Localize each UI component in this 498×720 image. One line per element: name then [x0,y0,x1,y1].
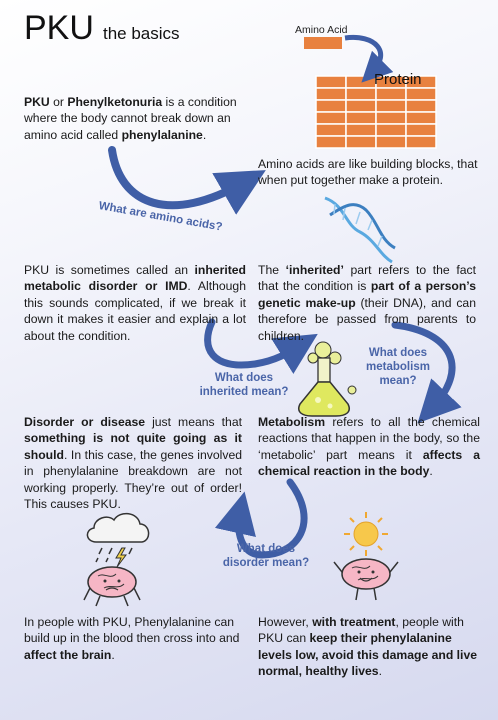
metabolism-arrow [391,321,462,424]
text-run: In people with PKU, Phenylalanine can bu… [24,615,240,646]
question-inherited: What does inherited mean? [199,372,289,398]
treatment-text: However, with treatment, people with PKU… [258,614,480,680]
text-run: or [49,95,68,109]
text-run: , people with PKU can [258,615,464,646]
question-disorder: What does disorder mean? [222,543,310,569]
disorder-arrow [214,478,308,559]
text-run: affect the brain [24,647,112,662]
text-run: The [258,263,286,277]
amino-acid-label: Amino Acid [295,24,348,36]
text-run: keep their phenylalanine levels low, avo… [258,631,477,679]
text-run: part of a person’s genetic make-up [258,279,477,310]
text-run: refers to all the chemical reactions tha… [258,415,480,462]
metabolism-text: Metabolism refers to all the chemical re… [258,414,480,480]
protein-blocks [315,75,437,149]
text-run: just means that [145,415,242,429]
disorder-text: Disorder or disease just means that some… [24,414,242,512]
text-run: (their DNA), and can therefore be passed… [258,295,476,343]
page-title: PKU [24,9,94,47]
imd-text: PKU is sometimes called an inherited met… [24,262,246,344]
text-run: something is not quite going as it shoul… [24,431,242,462]
page-subtitle: the basics [103,24,180,43]
dna-helix-icon [324,196,396,264]
brain-effect-text: In people with PKU, Phenylalanine can bu… [24,614,246,663]
text-run: PKU is sometimes called an [24,263,195,277]
text-run: PKU [24,95,50,109]
text-run: Disorder or disease [24,415,146,429]
text-run: . [111,647,115,662]
text-run: . [378,664,382,679]
text-run: . [202,127,207,142]
sad-brain-icon [83,566,141,607]
text-run: Phenylketonuria [67,95,163,109]
intro-text: PKU or Phenylketonuria is a condition wh… [24,94,246,143]
text-run: ‘inherited’ [285,263,344,277]
rain-cloud-icon [86,512,150,568]
text-run: with treatment [312,615,396,629]
text-run: . [429,464,433,479]
question-metabolism: What does metabolism mean? [366,347,430,387]
happy-brain-icon [333,558,399,601]
text-run: phenylalanine [121,127,203,142]
inherited-text: The ‘inherited’ part refers to the fact … [258,262,476,344]
amino-to-protein-arrow [344,34,394,83]
swoosh-arrow-amino [108,146,266,215]
flask-icon [298,341,357,417]
amino-acid-block [304,37,342,49]
sun-icon [344,512,388,556]
text-run: affects a chemical reaction in the body [258,447,480,479]
amino-acids-text: Amino acids are like building blocks, th… [258,157,478,188]
text-run: is a condition where the body cannot bre… [24,95,237,142]
text-run: However, [258,615,313,629]
text-run: . Although this sounds complicated, if w… [24,279,246,343]
protein-label: Protein [374,71,422,88]
text-run: part refers to the fact that the conditi… [258,263,476,294]
inherited-arrow [204,318,318,374]
text-run: . In this case, the genes involved in ph… [24,447,242,512]
text-run: inherited metabolic disorder or IMD [24,263,246,294]
text-run: Metabolism [258,415,326,429]
